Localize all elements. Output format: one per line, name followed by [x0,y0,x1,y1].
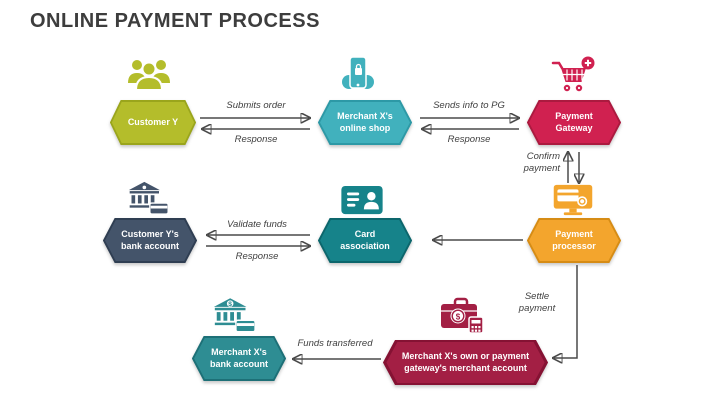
node-label: Customer Y's bank account [120,228,179,251]
node-customer-bank-account: Customer Y's bank account [103,218,197,263]
edge-label-settle-payment: Settle payment [518,291,556,314]
bank-card-icon [126,180,170,215]
node-payment-gateway: Payment Gateway [527,100,621,145]
svg-text:$: $ [228,301,232,308]
node-label: Merchant X's online shop [337,110,393,133]
node-customer-y: Customer Y [110,100,196,145]
edge-label-sends-info: Sends info to PG [433,100,505,111]
edge-label-submits-order: Submits order [226,100,286,111]
slide-title: ONLINE PAYMENT PROCESS [30,10,320,32]
edge-label-response-2: Response [447,134,491,145]
edge-label-response-1: Response [234,134,278,145]
node-label: Card association [340,228,390,251]
node-label: Payment Gateway [555,110,593,133]
node-label: Customer Y [127,116,179,127]
node-label: Merchant X's own or payment gateway's me… [401,350,530,373]
briefcase-calculator-icon: $ [436,297,486,335]
node-payment-processor: Payment processor [527,218,621,263]
edge-label-confirm-payment: Confirm payment [523,151,560,174]
cart-plus-icon [551,56,595,94]
svg-text:$: $ [456,312,461,321]
people-group-icon [124,56,174,96]
edge-label-funds-transferred: Funds transferred [297,338,373,349]
node-label: Merchant X's bank account [209,346,268,369]
node-merchant-online-shop: Merchant X's online shop [318,100,412,145]
phone-shopping-icon [341,55,375,95]
edge-label-response-3: Response [235,251,279,262]
node-merchant-bank-account: Merchant X's bank account [192,336,286,381]
bank-dollar-icon: $ [211,296,257,333]
id-card-icon [339,185,385,215]
monitor-card-icon [550,183,596,216]
node-merchant-account: Merchant X's own or payment gateway's me… [383,340,548,385]
edge-label-validate-funds: Validate funds [227,219,287,230]
node-card-association: Card association [318,218,412,263]
node-label: Payment processor [552,228,596,251]
